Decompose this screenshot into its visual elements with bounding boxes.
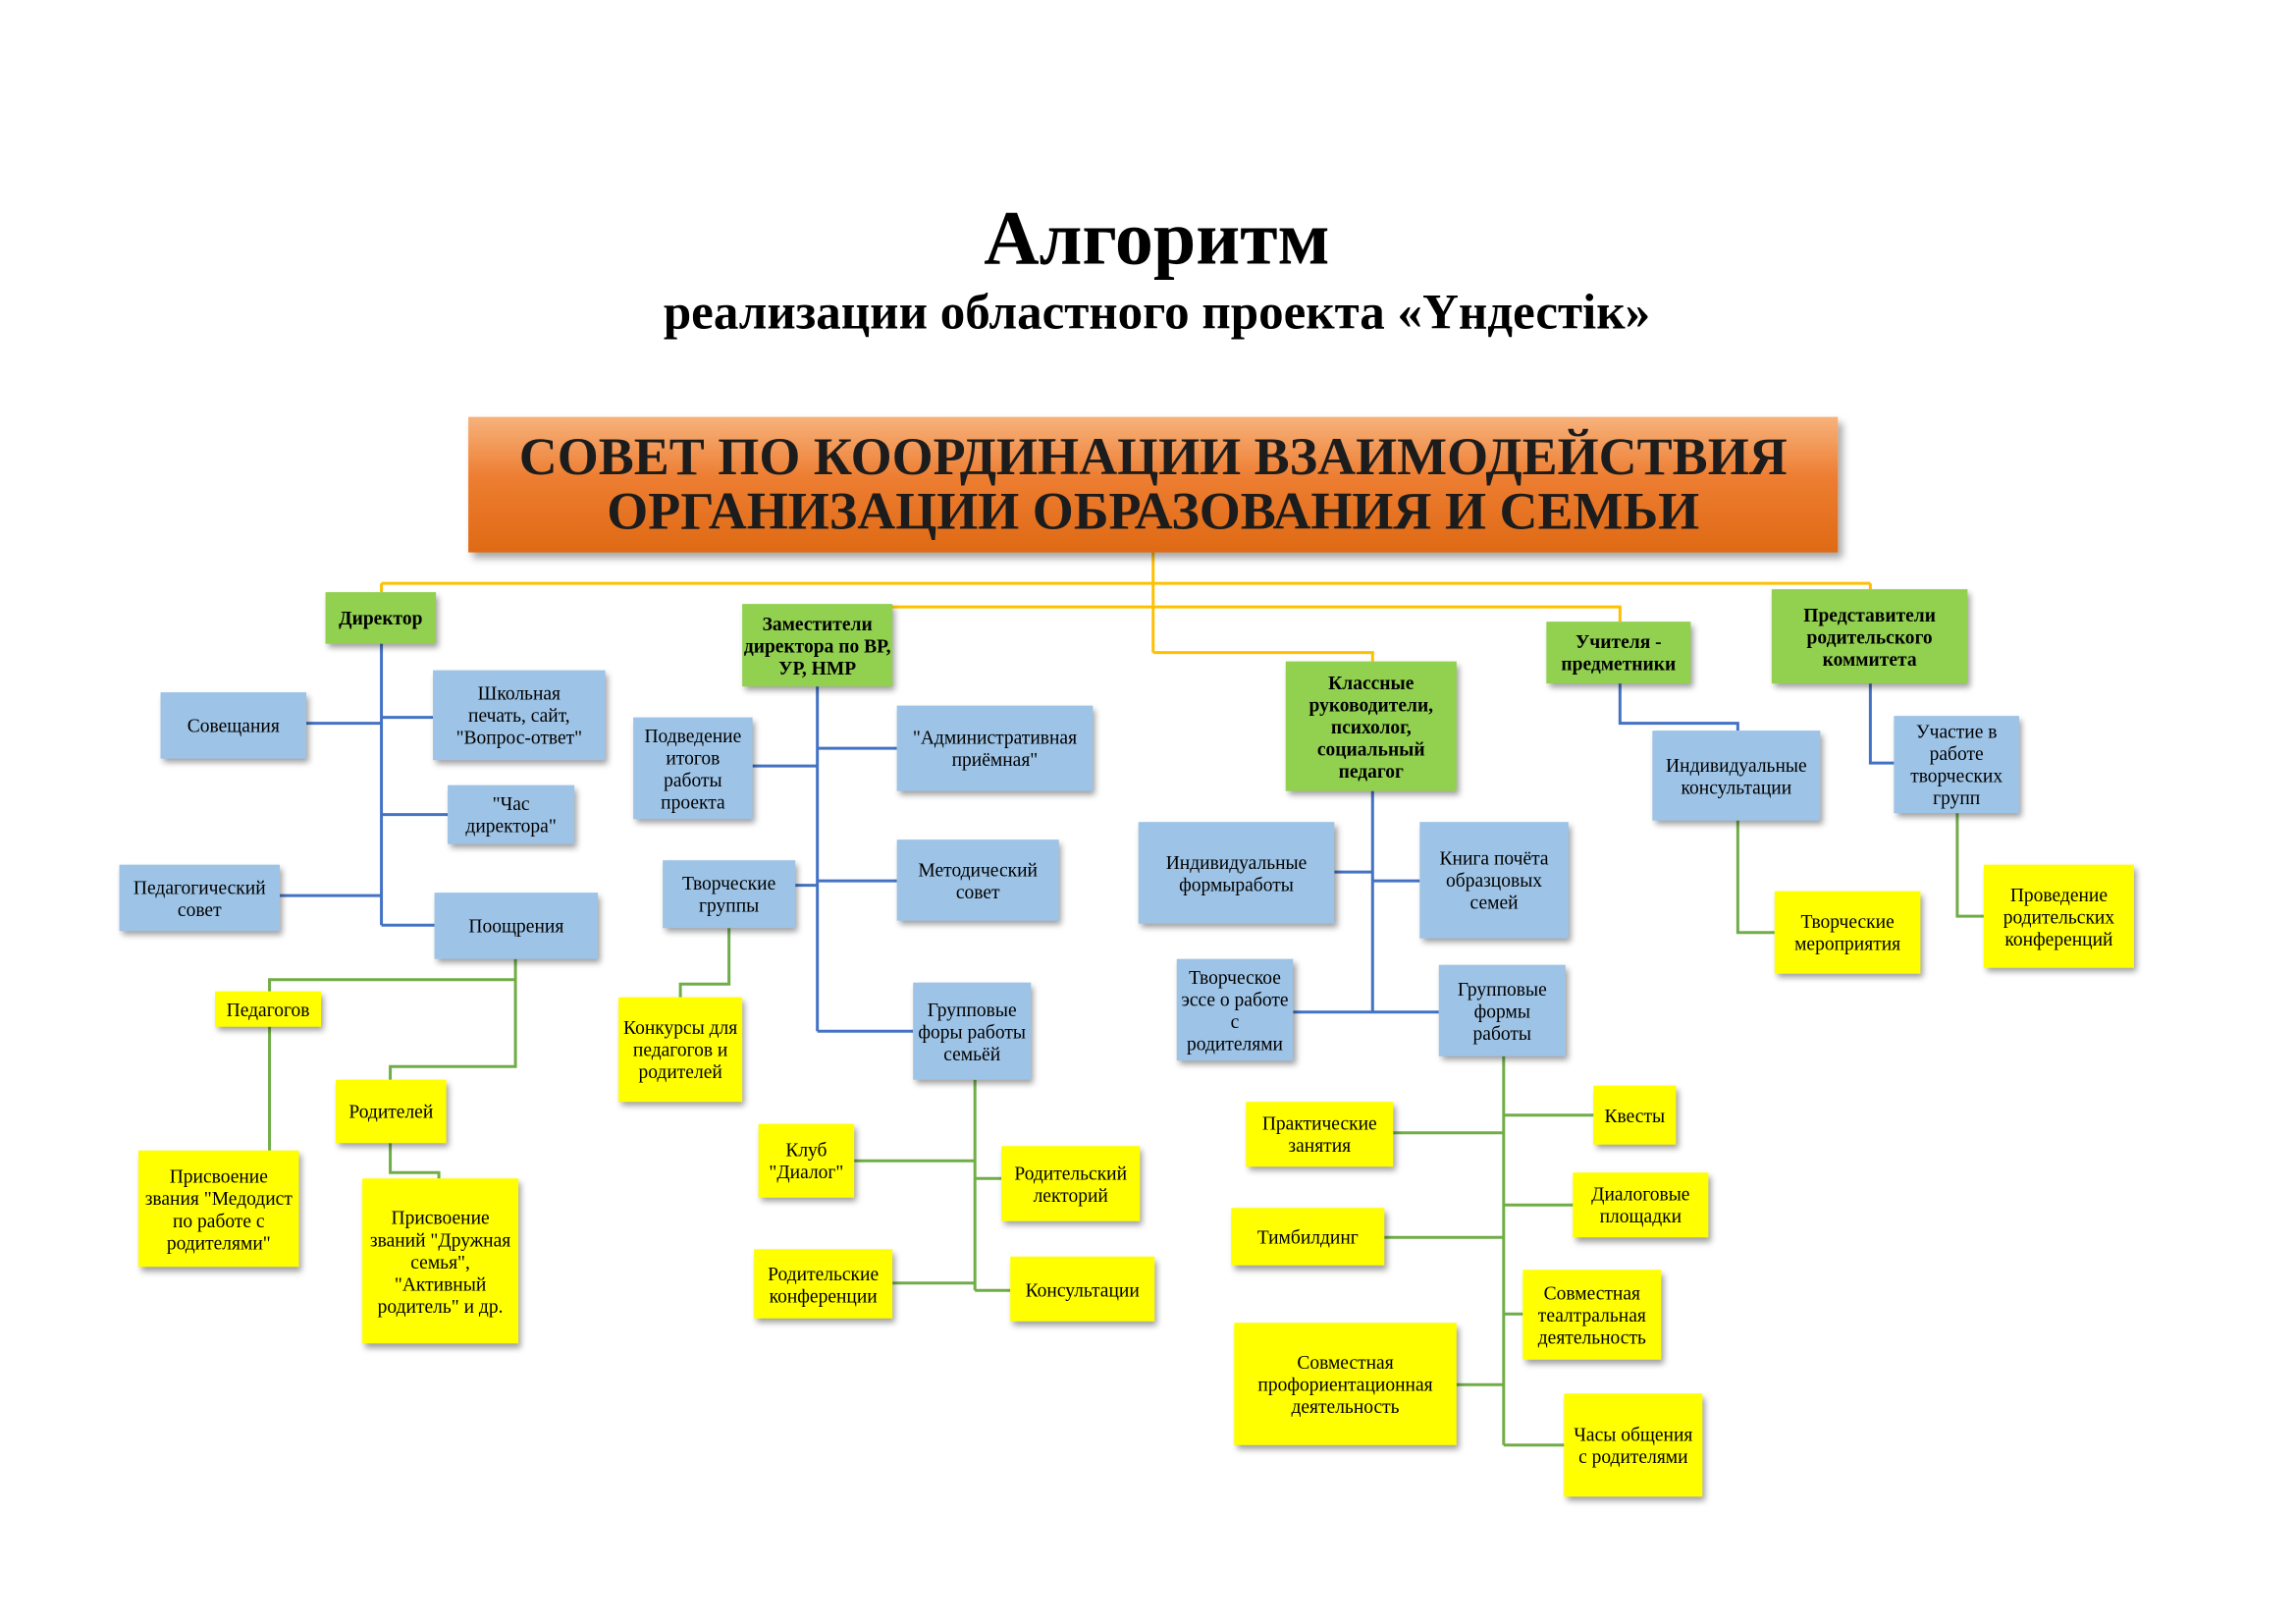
director-box: Директор — [325, 592, 437, 644]
box-label: Классные руководители, психолог, социаль… — [1308, 671, 1434, 782]
box-label: Совместная теалтральная деятельность — [1537, 1281, 1646, 1348]
class-teachers-box: Классные руководители, психолог, социаль… — [1285, 661, 1457, 791]
connector-line — [268, 978, 516, 992]
box-label: Присвоение званий "Дружная семья", "Акти… — [369, 1205, 511, 1317]
box-label: Квесты — [1604, 1104, 1666, 1126]
council-title-line: СОВЕТ ПО КООРДИНАЦИИ ВЗАИМОДЕЙСТВИЯ — [518, 427, 1788, 487]
box-label: Консультации — [1025, 1277, 1140, 1301]
creative-events-box: Творческие мероприятия — [1774, 891, 1921, 974]
box-label: Творческие группы — [682, 872, 776, 917]
pedagogical-council-box: Педагогический совет — [119, 864, 281, 932]
box-label: Подведение итогов работы проекта — [644, 724, 742, 813]
parent-title-award-box: Присвоение званий "Дружная семья", "Акти… — [362, 1178, 519, 1344]
box-label: "Час директора" — [465, 792, 557, 838]
council-box: СОВЕТ ПО КООРДИНАЦИИ ВЗАИМОДЕЙСТВИЯ ОРГА… — [468, 416, 1839, 553]
contests-box: Конкурсы для педагогов и родителей — [618, 997, 743, 1103]
parent-committee-box: Представители родительского коммитета — [1771, 589, 1968, 684]
connector-line — [817, 605, 1622, 623]
box-label: Творческие мероприятия — [1794, 910, 1901, 955]
box-label: Педагогов — [226, 998, 310, 1020]
box-label: Поощрения — [468, 914, 564, 938]
connector-line — [1152, 651, 1374, 662]
creative-groups-participation-box: Участие в работе творческих групп — [1894, 716, 2019, 814]
teambuilding-box: Тимбилдинг — [1231, 1208, 1385, 1266]
box-label: Директор — [339, 607, 423, 629]
green-connectors — [268, 813, 1984, 1447]
box-label: Творческое эссе о работе с родителями — [1181, 965, 1289, 1055]
school-press-box: Школьная печать, сайт, "Вопрос-ответ" — [433, 670, 606, 761]
box-label: Методический совет — [918, 857, 1038, 902]
diagram-subtitle: реализации областного проекта «Үндестік» — [663, 286, 1651, 341]
teacher-title-award-box: Присвоение звания "Медодист по работе с … — [138, 1150, 299, 1268]
box-label: Индивидуальные формыработы — [1165, 850, 1308, 895]
individual-consultations-box: Индивидуальные консультации — [1652, 731, 1821, 821]
box-label: Родительский лекторий — [1014, 1161, 1128, 1206]
connector-line — [678, 928, 731, 998]
dialog-platforms-box: Диалоговые площадки — [1573, 1172, 1709, 1238]
blue-connectors — [280, 643, 1895, 1033]
box-label: Клуб "Диалог" — [769, 1138, 844, 1183]
communication-hours-box: Часы общения с родителями — [1564, 1393, 1703, 1497]
connector-line — [1868, 683, 1895, 765]
parent-lectures-box: Родительский лекторий — [1001, 1146, 1141, 1221]
connector-line — [1955, 813, 1984, 918]
box-label: Учителя - предметники — [1561, 630, 1677, 676]
creative-essay-box: Творческое эссе о работе с родителями — [1176, 958, 1294, 1061]
director-hour-box: "Час директора" — [448, 785, 575, 844]
honor-book-box: Книга почёта образцовых семей — [1419, 822, 1569, 939]
box-label: Школьная печать, сайт, "Вопрос-ответ" — [455, 681, 583, 749]
box-label: Родителей — [348, 1100, 434, 1123]
box-label: Тимбилдинг — [1256, 1225, 1359, 1248]
quests-box: Квесты — [1593, 1085, 1677, 1145]
box-label: Часы общения с родителями — [1574, 1423, 1693, 1468]
box-label: Участие в работе творческих групп — [1910, 720, 2003, 809]
box-label: Диалоговые площадки — [1591, 1182, 1690, 1227]
joint-career-box: Совместная профориентационная деятельнос… — [1234, 1323, 1457, 1445]
admin-reception-box: "Административная приёмная" — [896, 705, 1094, 791]
individual-forms-box: Индивидуальные формыработы — [1138, 822, 1335, 924]
parent-conferences-holding-box: Проведение родительских конференций — [1983, 864, 2134, 968]
family-group-forms-box: Групповые форы работы семьёй — [913, 982, 1032, 1080]
box-label: Совместная профориентационная деятельнос… — [1257, 1350, 1433, 1418]
box-label: Присвоение звания "Медодист по работе с … — [144, 1164, 293, 1254]
dialog-club-box: Клуб "Диалог" — [758, 1123, 855, 1198]
deputies-box: Заместители директора по ВР, УР, НМР — [742, 604, 893, 687]
box-label: "Административная приёмная" — [912, 726, 1078, 771]
box-label: Проведение родительских конференций — [2002, 883, 2115, 949]
rewards-parents-box: Родителей — [336, 1079, 447, 1144]
box-label: Индивидуальные консультации — [1666, 753, 1807, 798]
connector-line — [1735, 820, 1775, 935]
creative-groups-box: Творческие группы — [663, 860, 796, 929]
meetings-box: Совещания — [160, 692, 307, 759]
box-label: Заместители директора по ВР, УР, НМР — [743, 612, 891, 678]
council-title-line: ОРГАНИЗАЦИИ ОБРАЗОВАНИЯ И СЕМЬИ — [607, 481, 1700, 541]
parent-conferences-box: Родительские конференции — [754, 1249, 893, 1319]
connector-line — [389, 1143, 441, 1179]
subject-teachers-box: Учителя - предметники — [1546, 622, 1691, 684]
project-summary-box: Подведение итогов работы проекта — [633, 717, 753, 820]
joint-theatre-box: Совместная теалтральная деятельность — [1522, 1270, 1662, 1360]
rewards-teachers-box: Педагогов — [215, 991, 322, 1027]
box-label: Педагогический совет — [133, 875, 266, 920]
box-label: Групповые формы работы — [1457, 977, 1547, 1044]
box-label: Практические занятия — [1261, 1111, 1377, 1157]
box-label: Книга почёта образцовых семей — [1439, 846, 1549, 914]
box-label: Групповые форы работы семьёй — [918, 998, 1026, 1064]
council-connectors — [380, 552, 1872, 662]
practical-classes-box: Практические занятия — [1246, 1102, 1394, 1167]
methodical-council-box: Методический совет — [896, 839, 1059, 921]
box-label: Конкурсы для педагогов и родителей — [623, 1016, 738, 1083]
diagram-title: Алгоритм — [984, 197, 1330, 282]
connector-line — [1618, 683, 1739, 731]
box-label: Родительские конференции — [768, 1262, 880, 1307]
connector-line — [389, 958, 517, 1080]
rewards-box: Поощрения — [434, 893, 599, 959]
box-label: Представители родительского коммитета — [1803, 603, 1936, 670]
group-work-forms-box: Групповые формы работы — [1438, 964, 1566, 1056]
consultations-box: Консультации — [1010, 1256, 1155, 1322]
box-label: Совещания — [187, 714, 280, 737]
